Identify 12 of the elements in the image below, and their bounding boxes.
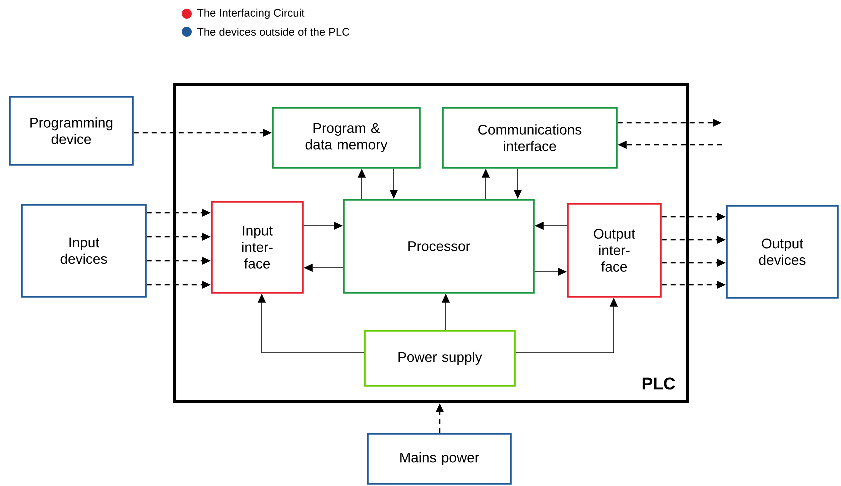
interface-box: Input inter- face: [211, 201, 304, 294]
device-box: Programming device: [9, 96, 134, 166]
power-source-box: Mains power: [367, 433, 512, 485]
device-box: Output devices: [726, 205, 839, 299]
interface-box: Communications interface: [442, 107, 618, 169]
processor-box: Processor: [343, 199, 535, 294]
interface-box: Output inter- face: [567, 203, 662, 298]
legend-text: The Interfacing Circuit: [197, 8, 305, 20]
device-box: Input devices: [21, 204, 147, 298]
power-supply-box: Power supply: [364, 330, 516, 387]
memory-box: Program & data memory: [272, 107, 421, 169]
legend-text: The devices outside of the PLC: [197, 28, 350, 36]
